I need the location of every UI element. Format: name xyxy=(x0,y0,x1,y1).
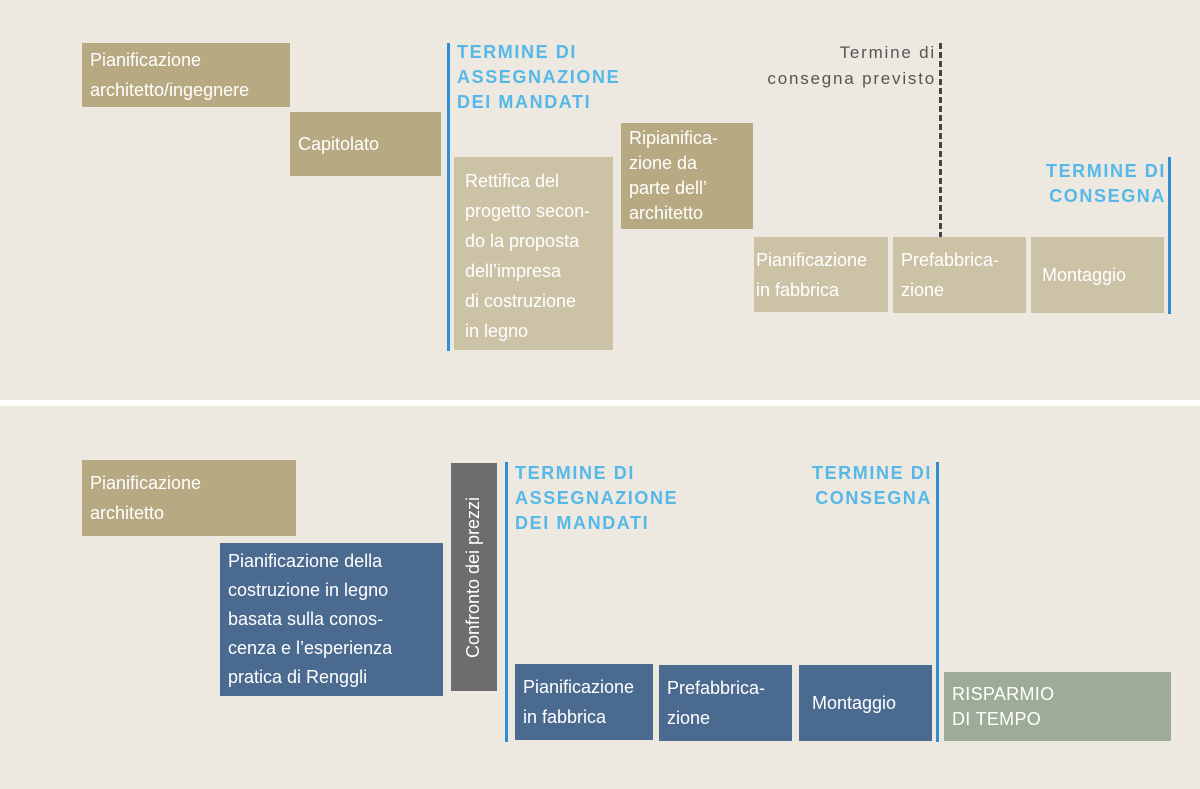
assembly-box-bottom: Montaggio xyxy=(799,665,932,741)
award-deadline-label: TERMINE DI ASSEGNAZIONE DEI MANDATI xyxy=(457,42,621,112)
renggli-process-panel: Pianificazione architetto Pianificazione… xyxy=(0,406,1200,789)
delivery-deadline-line-bottom xyxy=(936,462,939,742)
prefabrication-box: Prefabbrica- zione xyxy=(893,237,1026,313)
planning-architect-box: Pianificazione architetto xyxy=(82,460,296,536)
factory-planning-box: Pianificazione in fabbrica xyxy=(754,237,888,312)
price-comparison-box: Confronto dei prezzi xyxy=(451,463,497,691)
time-saving-box: RISPARMIO DI TEMPO xyxy=(944,672,1171,741)
award-deadline-line xyxy=(447,43,450,351)
award-deadline-label-bottom: TERMINE DI ASSEGNAZIONE DEI MANDATI xyxy=(515,463,679,533)
planned-delivery-dashed-line xyxy=(939,43,942,238)
specification-box: Capitolato xyxy=(290,112,441,176)
delivery-deadline-line xyxy=(1168,157,1171,314)
price-comparison-label: Confronto dei prezzi xyxy=(463,496,484,658)
traditional-process-panel: Pianificazione architetto/ingegnere Capi… xyxy=(0,0,1200,400)
planning-architect-engineer-box: Pianificazione architetto/ingegnere xyxy=(82,43,290,107)
award-deadline-line-bottom xyxy=(505,462,508,742)
delivery-deadline-label: TERMINE DI CONSEGNA xyxy=(1045,161,1166,206)
planned-delivery-label: Termine di consegna previsto xyxy=(767,43,936,88)
prefabrication-box-bottom: Prefabbrica- zione xyxy=(659,665,792,741)
assembly-box: Montaggio xyxy=(1031,237,1164,313)
delivery-deadline-label-bottom: TERMINE DI CONSEGNA xyxy=(811,463,932,508)
factory-planning-box-bottom: Pianificazione in fabbrica xyxy=(515,664,653,740)
timber-construction-planning-box: Pianificazione della costruzione in legn… xyxy=(220,543,443,696)
design-correction-box: Rettifica del progetto secon- do la prop… xyxy=(454,157,613,350)
replanning-architect-box: Ripianifica- zione da parte dell’ archit… xyxy=(621,123,753,229)
